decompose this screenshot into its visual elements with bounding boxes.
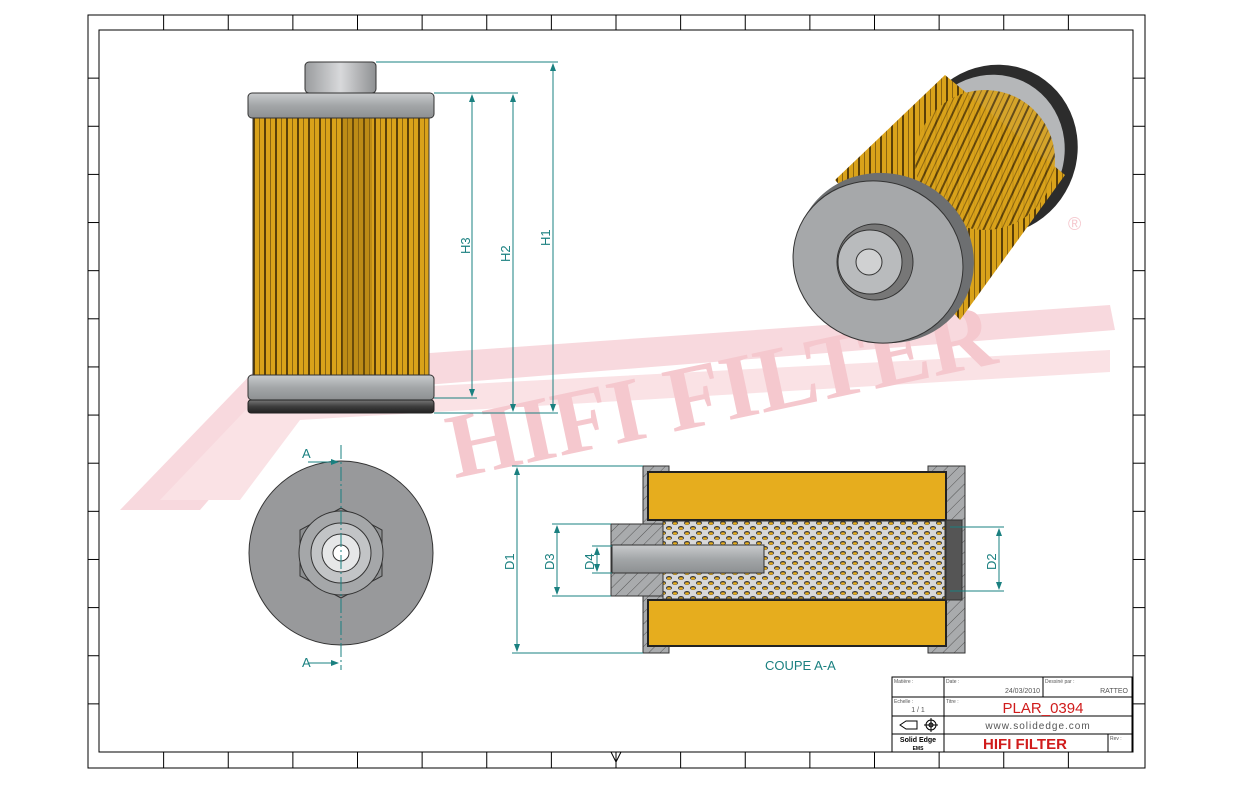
- dim-d3: D3: [542, 553, 557, 570]
- media-section-top: [647, 471, 947, 521]
- part-number: PLAR_0394: [1003, 700, 1084, 717]
- height-dimensions: H3 H2 H1: [376, 61, 558, 414]
- section-marker-top: A: [302, 446, 311, 461]
- rev-label: Rev :: [1110, 736, 1122, 742]
- dim-d4: D4: [582, 553, 597, 570]
- dim-d2: D2: [984, 553, 999, 570]
- matiere-label: Matière :: [894, 679, 913, 685]
- date-value: 24/03/2010: [1005, 688, 1040, 695]
- zone-ticks: [88, 15, 1145, 768]
- dim-d1: D1: [502, 553, 517, 570]
- outlet-nozzle: [304, 61, 377, 94]
- software-name: Solid Edge: [900, 737, 936, 744]
- software-sub: EMS: [913, 746, 925, 752]
- isometric-view: [792, 64, 1078, 344]
- company-name: HIFI FILTER: [983, 736, 1067, 753]
- bottom-end-cap: [247, 374, 435, 401]
- diameter-dimensions: D1 D3 D4 D2: [502, 465, 1004, 654]
- projection-symbol-icon: [899, 718, 938, 732]
- drawn-by-label: Dessiné par :: [1045, 679, 1074, 685]
- drawn-by-value: RATTEO: [1100, 688, 1128, 695]
- top-end-cap: [247, 92, 435, 119]
- front-view: [247, 61, 435, 414]
- scale-label: Echelle :: [894, 699, 913, 705]
- section-view: COUPE A-A: [610, 465, 966, 673]
- dim-h2: H2: [498, 245, 513, 262]
- title-label: Titre :: [946, 699, 959, 705]
- title-block: Matière : Date : 24/03/2010 Dessiné par …: [891, 676, 1133, 753]
- pleated-media: [252, 117, 430, 376]
- centering-mark-icon: [610, 751, 622, 764]
- scale-value: 1 / 1: [911, 707, 925, 714]
- date-label: Date :: [946, 679, 959, 685]
- outlet-bore: [611, 544, 765, 574]
- website: www.solidedge.com: [984, 721, 1090, 732]
- end-view: A A: [248, 445, 434, 670]
- section-marker-bottom: A: [302, 655, 311, 670]
- media-section-bottom: [647, 599, 947, 647]
- section-label: COUPE A-A: [765, 658, 836, 673]
- dim-h3: H3: [458, 237, 473, 254]
- gasket: [247, 399, 435, 414]
- dim-h1: H1: [538, 229, 553, 246]
- registered-mark: ®: [1068, 214, 1081, 234]
